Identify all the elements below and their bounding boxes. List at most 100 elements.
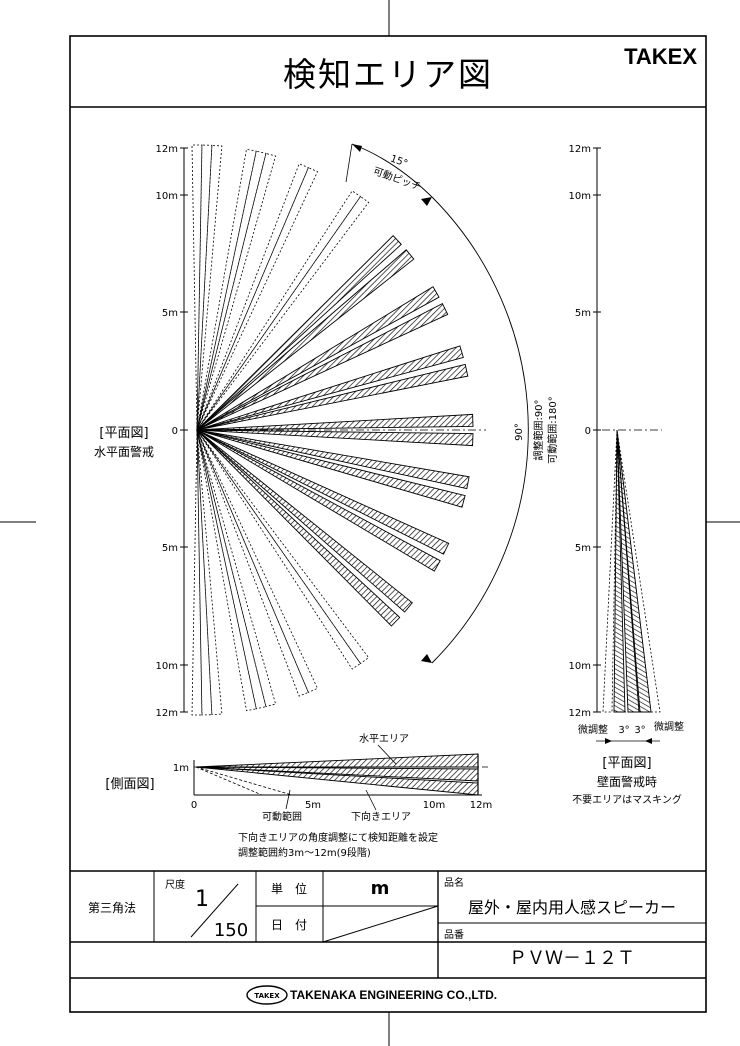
movable-range-label: 可動範囲:180° xyxy=(546,396,559,463)
plan-view-sublabel: 水平面警戒 xyxy=(94,444,154,459)
product-number-label: 品番 xyxy=(444,929,464,941)
plan-beam-active xyxy=(196,249,415,431)
wall-scale-ticks xyxy=(593,147,601,713)
plan-beam-masked xyxy=(196,429,223,716)
plan-beam-active xyxy=(196,429,466,508)
plan-scale-labels: 12m 10m 5m 0 5m 10m 12m xyxy=(156,144,178,719)
side-view-note-1: 下向きエリアの角度調整にて検知距離を設定 xyxy=(238,831,438,844)
wall-scale-labels: 12m 10m 5m 0 5m 10m 12m xyxy=(569,144,591,719)
wall-active-beam-left xyxy=(613,429,626,713)
wall-scale-label: 5m xyxy=(575,308,591,319)
downward-area-leader xyxy=(365,789,377,811)
fine-adjust-left: 微調整 xyxy=(578,723,608,736)
sheet-frame xyxy=(69,35,707,1013)
side-x-label: 10m xyxy=(423,800,445,811)
plan-beam-active xyxy=(196,429,401,627)
plan-scale-label: 12m xyxy=(156,144,178,155)
plan-beam-masked xyxy=(191,429,203,716)
side-view: 1m 水平エリア 可動範囲 下向きエリア 0 5m 10m 12m [側面図] … xyxy=(105,733,492,859)
movable-range-side-label: 可動範囲 xyxy=(262,810,302,823)
movable-range-dashed xyxy=(195,766,293,796)
wall-active-beam-right xyxy=(616,429,652,713)
plan-beam-active xyxy=(196,429,413,613)
side-x-label: 0 xyxy=(191,800,197,811)
plan-beam-masked xyxy=(196,148,257,431)
plan-scale-ticks xyxy=(180,147,188,713)
side-x-label: 12m xyxy=(470,800,492,811)
plan-beam-masked xyxy=(196,429,267,710)
pitch-ext-left xyxy=(345,143,353,183)
scale-numerator: 1 xyxy=(195,887,209,912)
brand-logo: TAKEX xyxy=(624,44,697,69)
plan-beam-masked xyxy=(196,429,277,708)
sweep-angle-label: 90° xyxy=(514,423,525,441)
product-name: 屋外・屋内用人感スピーカー xyxy=(468,898,676,917)
fine-adjust-arrow-left xyxy=(605,738,612,744)
side-view-note-2: 調整範囲約3m～12m(9段階) xyxy=(238,846,371,859)
plan-beam-active xyxy=(196,429,441,572)
product-number: ＰＶＷ－１２Ｔ xyxy=(509,948,635,969)
plan-scale-label: 10m xyxy=(156,661,178,672)
plan-beam-active xyxy=(196,429,474,447)
scale-label: 尺度 xyxy=(165,878,185,891)
plan-beam-masked xyxy=(196,195,370,431)
wall-scale-label: 5m xyxy=(575,543,591,554)
plan-beam-active xyxy=(196,429,470,490)
plan-beam-masked xyxy=(196,163,309,431)
plan-beam-masked xyxy=(196,429,309,697)
horizontal-area-label: 水平エリア xyxy=(359,733,409,745)
downward-area-label: 下向きエリア xyxy=(351,810,411,823)
wall-view-note: 不要エリアはマスキング xyxy=(572,793,682,806)
wall-view-sublabel: 壁面警戒時 xyxy=(597,774,657,789)
plan-view-label: [平面図] xyxy=(99,426,148,441)
company-name: TAKENAKA ENGINEERING CO.,LTD. xyxy=(290,988,497,1002)
plan-view: 12m 10m 5m 0 5m 10m 12m [平面図] 水平面警戒 90° … xyxy=(94,143,559,719)
side-view-label: [側面図] xyxy=(105,777,154,792)
pitch-angle-label: 15° xyxy=(389,153,409,169)
wall-masked-beam-far xyxy=(616,429,661,713)
plan-beam-active xyxy=(196,235,402,431)
plan-scale-label: 10m xyxy=(156,191,178,202)
projection-method: 第三角法 xyxy=(88,901,136,915)
date-label: 日 付 xyxy=(271,918,307,932)
adjust-arc-arrow-top xyxy=(421,197,432,206)
plan-beam-active xyxy=(196,286,440,431)
unit-label: 単 位 xyxy=(271,881,307,896)
plan-beam-active xyxy=(196,413,474,431)
wall-view: 12m 10m 5m 0 5m 10m 12m 微調整 微調整 3° 3° [平… xyxy=(569,144,684,806)
movable-range-leader xyxy=(285,789,291,810)
plan-beam-masked xyxy=(196,429,319,693)
plan-beam-masked xyxy=(196,190,362,431)
wall-view-label: [平面図] xyxy=(602,756,651,771)
plan-scale-label: 0 xyxy=(172,426,178,437)
plan-beam-masked xyxy=(196,429,257,712)
plan-beam-masked xyxy=(196,152,277,431)
angle-left-label: 3° xyxy=(618,725,629,736)
adjust-arc xyxy=(431,196,529,664)
fine-adjust-arrow-right xyxy=(645,738,652,744)
plan-scale-label: 5m xyxy=(162,308,178,319)
plan-beam-active xyxy=(196,345,464,431)
plan-beams xyxy=(191,144,474,716)
plan-beam-masked xyxy=(196,150,267,431)
horizontal-area-beam xyxy=(195,753,479,768)
horizontal-area-leader xyxy=(377,744,397,765)
product-name-label: 品名 xyxy=(444,876,464,889)
plan-beam-masked xyxy=(196,144,223,431)
title-block xyxy=(70,870,706,979)
wall-scale-label: 10m xyxy=(569,191,591,202)
pitch-arrow-left xyxy=(352,144,362,152)
plan-beam-active xyxy=(196,302,449,431)
plan-beam-masked xyxy=(196,429,213,716)
angle-right-label: 3° xyxy=(634,725,645,736)
fine-adjust-right: 微調整 xyxy=(654,720,684,733)
company-logo: TAKEX xyxy=(246,985,288,1005)
wall-scale-label: 0 xyxy=(585,426,591,437)
plan-beam-masked xyxy=(196,144,213,431)
plan-beam-masked xyxy=(196,429,362,670)
wall-masked-beam-left xyxy=(602,429,618,713)
plan-beam-active xyxy=(196,429,450,555)
wall-scale-label: 10m xyxy=(569,661,591,672)
plan-beam-masked xyxy=(196,167,319,431)
